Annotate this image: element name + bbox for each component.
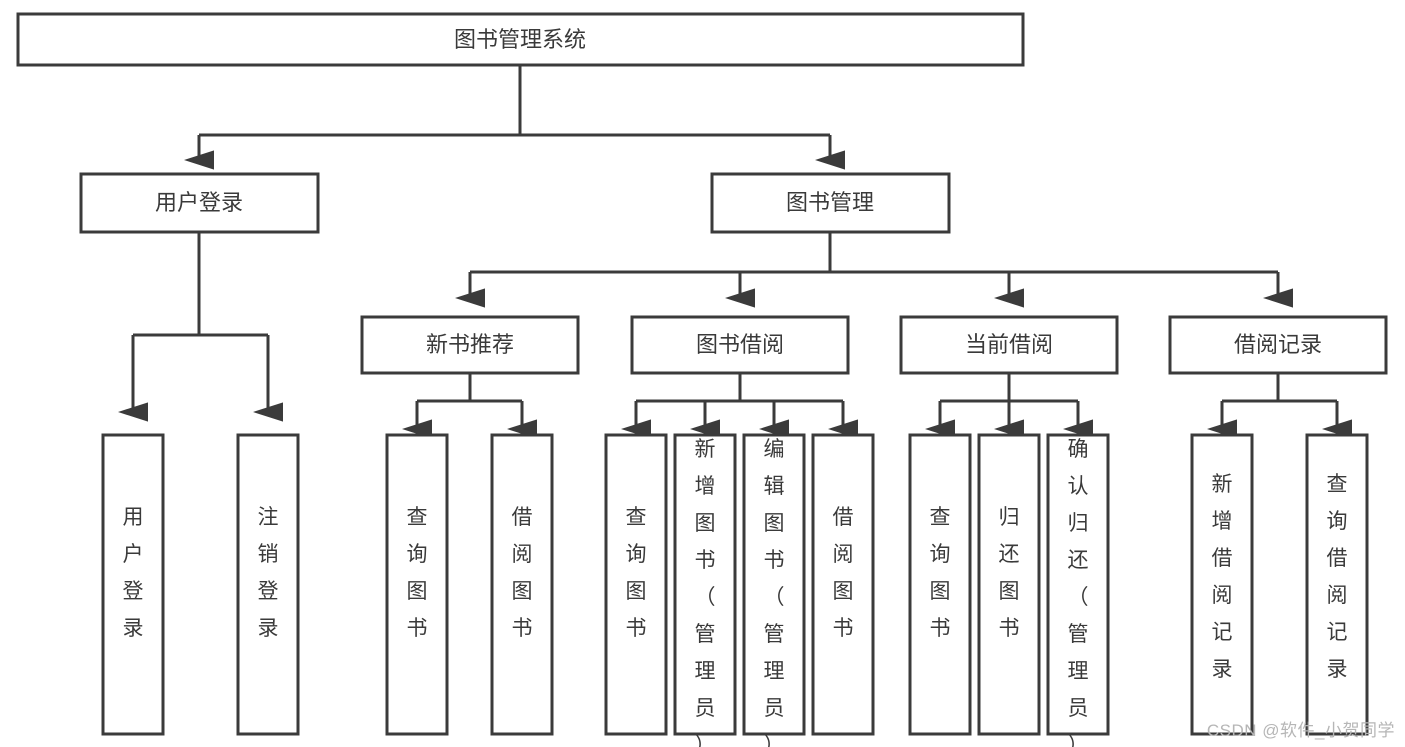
leaf-node-bb-edit-book-box[interactable]	[742, 433, 806, 736]
connector-group-root	[184, 65, 845, 170]
node-book-borrow[interactable]: 图书借阅	[630, 315, 850, 375]
node-user-login[interactable]: 用户登录	[79, 172, 320, 234]
connector-group-book-borrow	[621, 373, 858, 439]
node-user-login-box[interactable]	[79, 172, 320, 234]
leaf-node-cb-query-book-label: 查询图书	[930, 506, 951, 640]
leaf-node-nbr-query-book-label: 查询图书	[407, 506, 428, 640]
leaf-node-user-login-label: 用户登录	[123, 506, 144, 640]
leaf-node-bb-add-book[interactable]: 新增图书（管理员）	[673, 433, 737, 747]
csdn-watermark: CSDN @软件_小贺同学	[1206, 721, 1395, 740]
leaf-node-bb-add-book-label: 新增图书（管理员）	[695, 438, 716, 747]
leaf-node-user-login[interactable]: 用户登录	[101, 433, 165, 736]
leaf-node-cb-return-book-label: 归还图书	[999, 506, 1020, 640]
node-current-borrow-box[interactable]	[899, 315, 1119, 375]
leaf-node-br-add-record-box[interactable]	[1190, 433, 1254, 736]
leaf-node-bb-query-book-box[interactable]	[604, 433, 668, 736]
leaf-node-bb-add-book-box[interactable]	[673, 433, 737, 736]
node-root-label: 图书管理系统	[454, 27, 586, 52]
connector-group-user-login	[118, 232, 283, 422]
leaf-node-bb-edit-book-label: 编辑图书（管理员）	[764, 438, 785, 747]
leaf-node-nbr-borrow-book-box[interactable]	[490, 433, 554, 736]
leaf-node-logout-box[interactable]	[236, 433, 300, 736]
node-new-book-recommend-label: 新书推荐	[426, 332, 514, 357]
connector-group-borrow-record	[1207, 373, 1352, 439]
node-current-borrow[interactable]: 当前借阅	[899, 315, 1119, 375]
leaf-node-bb-edit-book[interactable]: 编辑图书（管理员）	[742, 433, 806, 747]
node-book-management[interactable]: 图书管理	[710, 172, 951, 234]
leaf-node-br-add-record[interactable]: 新增借阅记录	[1190, 433, 1254, 736]
node-borrow-record[interactable]: 借阅记录	[1168, 315, 1388, 375]
connector-group-new-book-recommend	[402, 373, 537, 439]
leaf-node-br-query-record-label: 查询借阅记录	[1327, 473, 1348, 681]
leaf-node-cb-query-book[interactable]: 查询图书	[908, 433, 972, 736]
leaf-node-nbr-query-book-box[interactable]	[385, 433, 449, 736]
leaf-node-cb-confirm-return-box[interactable]	[1046, 433, 1110, 736]
connector-group-current-borrow	[925, 373, 1093, 439]
node-borrow-record-label: 借阅记录	[1234, 332, 1322, 357]
leaf-node-cb-return-book-box[interactable]	[977, 433, 1041, 736]
leaf-node-cb-confirm-return-label: 确认归还（管理员）	[1068, 438, 1089, 747]
node-root-box[interactable]	[16, 12, 1025, 67]
leaf-node-nbr-borrow-book-label: 借阅图书	[512, 506, 533, 640]
node-new-book-recommend[interactable]: 新书推荐	[360, 315, 580, 375]
leaf-node-logout-label: 注销登录	[258, 506, 279, 640]
leaf-node-bb-query-book[interactable]: 查询图书	[604, 433, 668, 736]
leaf-node-br-query-record-box[interactable]	[1305, 433, 1369, 736]
leaf-node-user-login-box[interactable]	[101, 433, 165, 736]
node-root-system[interactable]: 图书管理系统	[16, 12, 1025, 67]
leaf-node-nbr-borrow-book[interactable]: 借阅图书	[490, 433, 554, 736]
leaf-node-br-add-record-label: 新增借阅记录	[1212, 473, 1233, 681]
leaf-node-logout[interactable]: 注销登录	[236, 433, 300, 736]
node-user-login-label: 用户登录	[155, 190, 243, 215]
leaf-node-cb-query-book-box[interactable]	[908, 433, 972, 736]
leaf-node-nbr-query-book[interactable]: 查询图书	[385, 433, 449, 736]
node-book-management-box[interactable]	[710, 172, 951, 234]
leaf-node-bb-query-book-label: 查询图书	[626, 506, 647, 640]
leaf-node-cb-confirm-return[interactable]: 确认归还（管理员）	[1046, 433, 1110, 747]
leaf-node-bb-borrow-book-label: 借阅图书	[833, 506, 854, 640]
leaf-node-bb-borrow-book[interactable]: 借阅图书	[811, 433, 875, 736]
node-book-management-label: 图书管理	[786, 190, 874, 215]
node-borrow-record-box[interactable]	[1168, 315, 1388, 375]
leaf-node-bb-borrow-book-box[interactable]	[811, 433, 875, 736]
node-book-borrow-label: 图书借阅	[696, 332, 784, 357]
node-new-book-recommend-box[interactable]	[360, 315, 580, 375]
node-book-borrow-box[interactable]	[630, 315, 850, 375]
leaf-node-br-query-record[interactable]: 查询借阅记录	[1305, 433, 1369, 736]
leaf-node-cb-return-book[interactable]: 归还图书	[977, 433, 1041, 736]
node-current-borrow-label: 当前借阅	[965, 332, 1053, 357]
connector-group-book-mgmt	[455, 232, 1293, 308]
